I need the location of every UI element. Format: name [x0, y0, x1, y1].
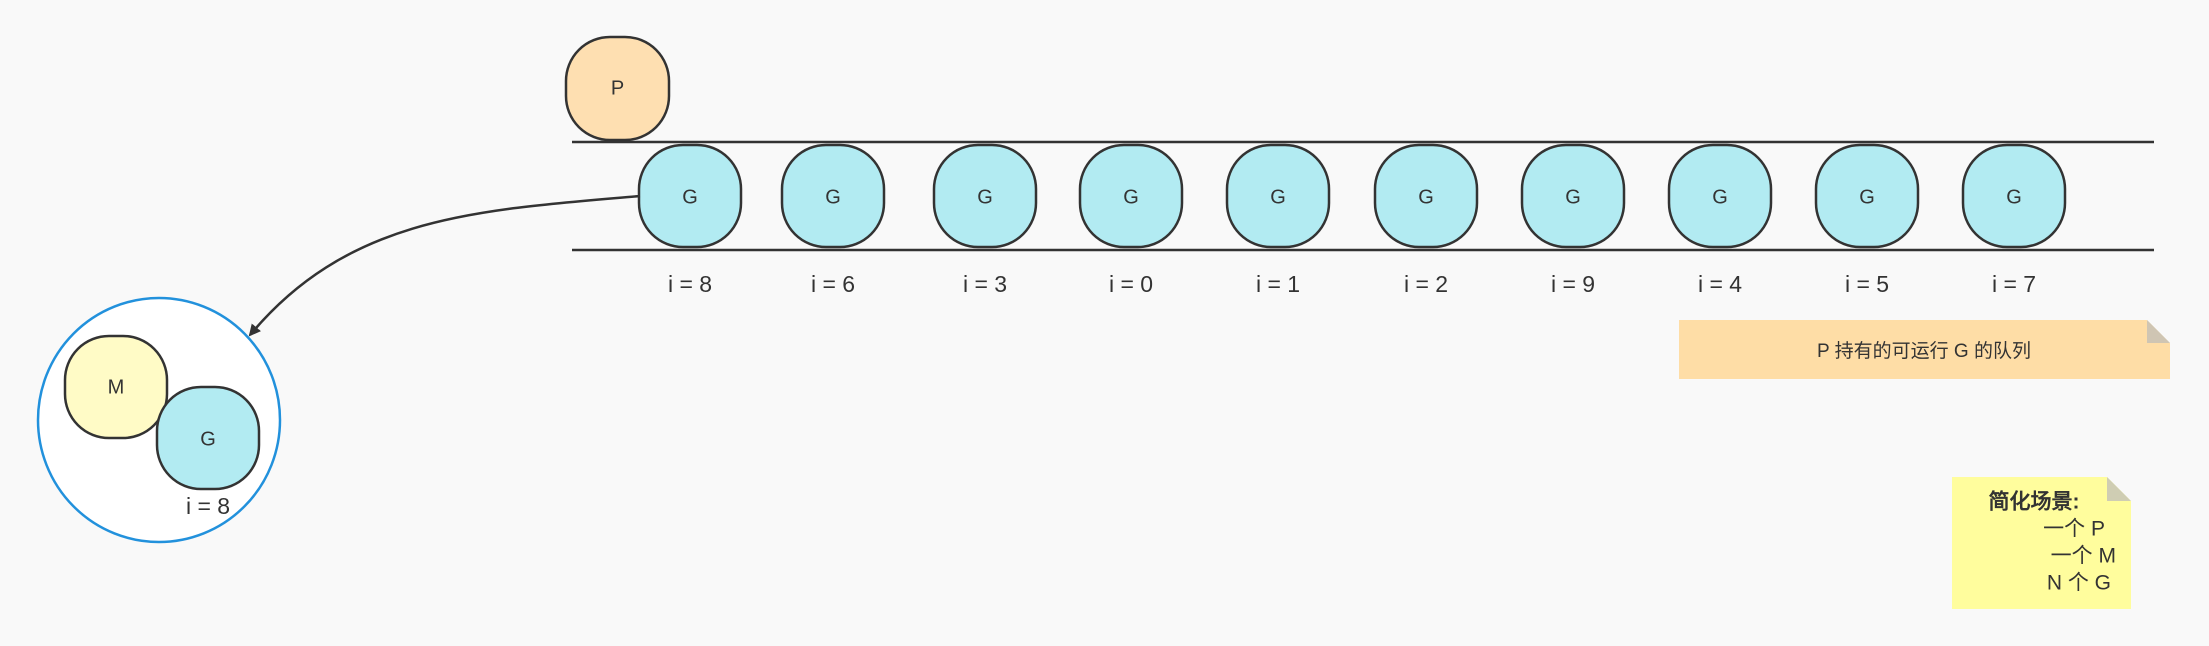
- queue-goroutine-shape: [1078, 143, 1184, 249]
- queue-goroutine-shape: [1667, 143, 1773, 249]
- scenario-note-line: 一个 P: [2043, 518, 2105, 541]
- dequeue-arrow: [248, 194, 641, 337]
- queue-goroutine-shape: [780, 143, 886, 249]
- run-queue: Gi = 8Gi = 6Gi = 3Gi = 0Gi = 1Gi = 2Gi =…: [637, 143, 2067, 297]
- queue-goroutine-label: G: [1270, 186, 1286, 208]
- queue-goroutine-label: G: [1123, 186, 1139, 208]
- queue-note-text: P 持有的可运行 G 的队列: [1817, 340, 2031, 362]
- queue-goroutine-index: i = 2: [1404, 271, 1448, 297]
- queue-goroutine-label: G: [825, 186, 841, 208]
- queue-goroutine-shape: [932, 143, 1038, 249]
- processor-shape: [564, 35, 671, 142]
- running-goroutine-label: G: [200, 428, 216, 450]
- queue-goroutine: Gi = 7: [1961, 143, 2067, 297]
- queue-goroutine-index: i = 5: [1845, 271, 1889, 297]
- running-goroutine-shape: [155, 385, 261, 491]
- queue-goroutine-label: G: [2006, 186, 2022, 208]
- queue-goroutine-index: i = 4: [1698, 271, 1742, 297]
- queue-goroutine-label: G: [1859, 186, 1875, 208]
- scenario-note-line: N 个 G: [2047, 572, 2111, 595]
- processor-node: P: [564, 35, 671, 142]
- queue-goroutine-index: i = 8: [668, 271, 712, 297]
- queue-goroutine-shape: [1814, 143, 1920, 249]
- queue-goroutine-label: G: [977, 186, 993, 208]
- queue-goroutine-label: G: [1712, 186, 1728, 208]
- queue-goroutine-label: G: [682, 186, 698, 208]
- queue-goroutine-index: i = 1: [1256, 271, 1300, 297]
- queue-goroutine-label: G: [1565, 186, 1581, 208]
- queue-goroutine: Gi = 5: [1814, 143, 1920, 297]
- queue-goroutine-shape: [1961, 143, 2067, 249]
- queue-goroutine: Gi = 9: [1520, 143, 1626, 297]
- queue-goroutine-label: G: [1418, 186, 1434, 208]
- queue-note-fold: [2147, 320, 2170, 343]
- queue-goroutine-shape: [1373, 143, 1479, 249]
- scenario-note: 简化场景: 一个 P 一个 M N 个 G: [1952, 477, 2131, 609]
- running-pair: M G i = 8: [36, 296, 282, 544]
- queue-goroutine-index: i = 3: [963, 271, 1007, 297]
- scenario-note-shape: [1952, 477, 2131, 609]
- queue-note: P 持有的可运行 G 的队列: [1679, 320, 2170, 379]
- queue-goroutine-index: i = 9: [1551, 271, 1595, 297]
- queue-goroutine: Gi = 8: [637, 143, 743, 297]
- queue-goroutine: Gi = 0: [1078, 143, 1184, 297]
- queue-goroutine-shape: [1225, 143, 1331, 249]
- scenario-note-title: 简化场景:: [1989, 490, 2080, 514]
- queue-goroutine-index: i = 0: [1109, 271, 1153, 297]
- queue-goroutine: Gi = 4: [1667, 143, 1773, 297]
- machine-shape: [63, 334, 169, 440]
- queue-goroutine: Gi = 6: [780, 143, 886, 297]
- scenario-note-line: 一个 M: [2051, 545, 2116, 568]
- queue-goroutine-index: i = 7: [1992, 271, 2036, 297]
- queue-goroutine-shape: [1520, 143, 1626, 249]
- running-goroutine-index: i = 8: [186, 493, 230, 519]
- machine-label: M: [108, 376, 125, 398]
- queue-note-shape: [1679, 320, 2170, 379]
- scenario-note-fold: [2107, 477, 2131, 501]
- queue-goroutine: Gi = 1: [1225, 143, 1331, 297]
- processor-label: P: [611, 77, 624, 99]
- queue-goroutine: Gi = 2: [1373, 143, 1479, 297]
- queue-goroutine: Gi = 3: [932, 143, 1038, 297]
- queue-goroutine-index: i = 6: [811, 271, 855, 297]
